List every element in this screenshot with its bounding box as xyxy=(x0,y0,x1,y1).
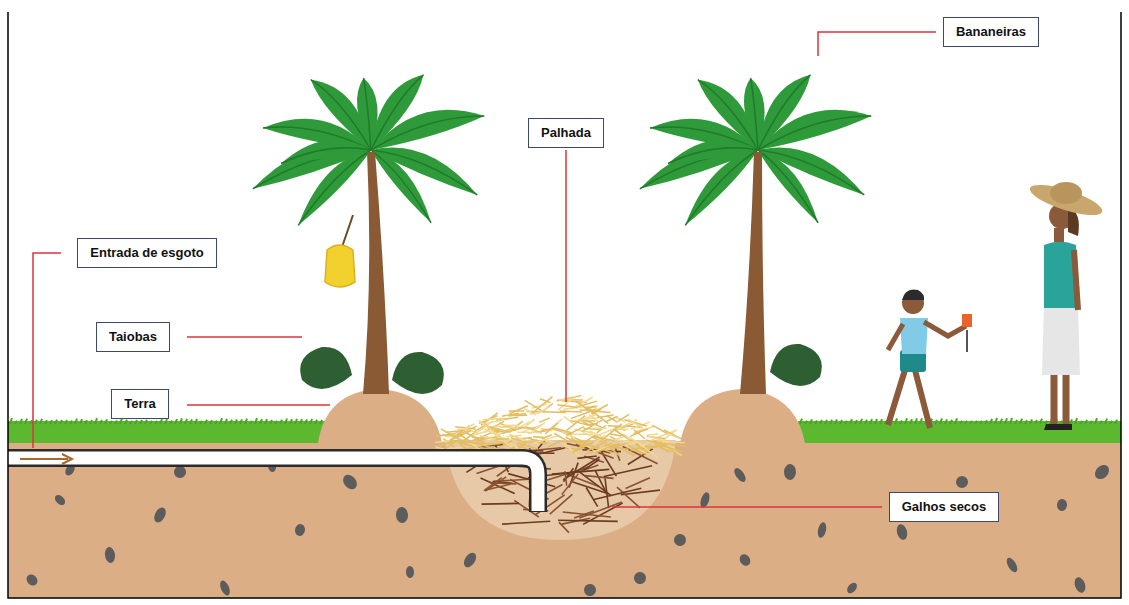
soil-mound xyxy=(680,389,805,443)
soil-mound xyxy=(318,389,442,443)
label-box: Bananeiras xyxy=(943,17,1039,47)
taioba-leaf xyxy=(392,352,444,394)
leader-lines xyxy=(33,32,936,507)
grass-blades xyxy=(10,418,1117,424)
grass xyxy=(798,421,1121,443)
leader-line xyxy=(565,150,567,402)
label-box: Taiobas xyxy=(96,322,170,352)
pipe xyxy=(8,458,538,511)
frame xyxy=(8,12,1121,598)
label-box: Entrada de esgoto xyxy=(77,238,216,268)
label-text: Palhada xyxy=(541,125,591,141)
banana-tree xyxy=(640,75,871,394)
leader-line xyxy=(33,253,61,448)
label-text: Entrada de esgoto xyxy=(90,245,203,261)
flow-arrow-head xyxy=(62,454,72,464)
banana-tree xyxy=(253,75,484,394)
label-box: Terra xyxy=(111,389,169,419)
label-text: Bananeiras xyxy=(956,24,1026,40)
taioba-leaf xyxy=(300,347,352,389)
label-text: Taiobas xyxy=(109,329,157,345)
soil xyxy=(8,441,1121,598)
flow-arrow xyxy=(20,458,68,460)
woman-figure xyxy=(1027,179,1105,430)
label-box: Palhada xyxy=(528,118,604,148)
child-figure xyxy=(888,289,972,428)
label-text: Terra xyxy=(124,396,156,412)
banana-bunch xyxy=(325,215,355,287)
label-box: Galhos secos xyxy=(889,492,1000,522)
label-text: Galhos secos xyxy=(902,499,987,515)
taioba-leaf xyxy=(770,344,822,386)
pipe xyxy=(8,458,538,512)
leader-line xyxy=(818,32,936,56)
leader-line xyxy=(187,404,330,406)
leader-line xyxy=(612,506,882,508)
leader-line xyxy=(187,336,302,338)
